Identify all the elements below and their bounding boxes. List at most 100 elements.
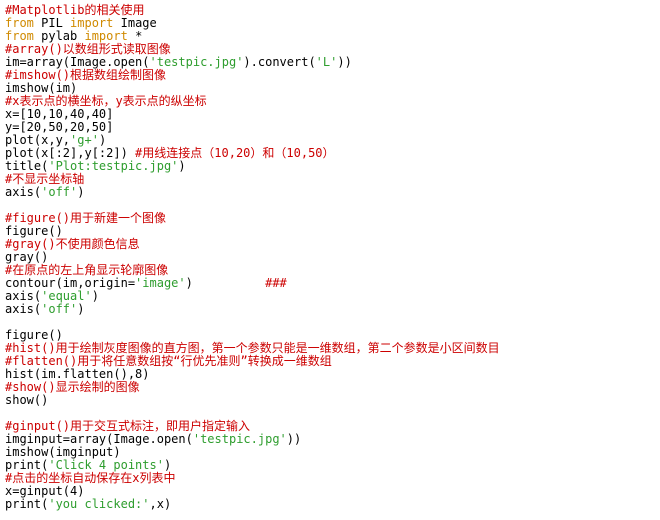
code-token-plain: PIL (33, 16, 71, 30)
code-line: print('Click 4 points') (5, 459, 500, 472)
code-token-string: 'g+' (70, 133, 99, 147)
code-line: #ginput()用于交互式标注，即用户指定输入 (5, 420, 500, 433)
code-token-comment: #Matplotlib的相关使用 (5, 3, 145, 17)
code-line: imshow(imginput) (5, 446, 500, 459)
code-token-plain: contour(im,origin= (5, 276, 136, 290)
code-token-string: 'off' (41, 302, 78, 316)
code-token-comment: #flatten()用于将任意数组按“行优先准则”转换成一维数组 (5, 354, 332, 368)
code-token-comment: #用线连接点（10,20）和（10,50） (135, 146, 335, 160)
code-token-plain: ) (77, 185, 85, 199)
code-token-plain: x=ginput(4) (5, 484, 85, 498)
code-token-comment: #hist()用于绘制灰度图像的直方图，第一个参数只能是一维数组，第二个参数是小… (5, 341, 500, 355)
code-line: from PIL import Image (5, 17, 500, 30)
code-token-keyword: from (5, 16, 34, 30)
code-token-plain: imginput=array(Image.open( (5, 432, 193, 446)
code-line: from pylab import * (5, 30, 500, 43)
code-line: gray() (5, 251, 500, 264)
code-line: axis('off') (5, 186, 500, 199)
code-token-plain: ) (77, 302, 85, 316)
code-token-string: 'testpic.jpg' (192, 432, 287, 446)
code-line: #x表示点的横坐标，y表示点的纵坐标 (5, 95, 500, 108)
code-token-plain: ,x) (149, 497, 172, 511)
code-token-plain: y=[20,50,20,50] (5, 120, 114, 134)
code-token-plain: ) (163, 458, 172, 472)
code-line: y=[20,50,20,50] (5, 121, 500, 134)
code-line: #点击的坐标自动保存在x列表中 (5, 472, 500, 485)
code-token-comment: ### (265, 276, 287, 290)
code-line: #gray()不使用颜色信息 (5, 238, 500, 251)
code-line: title('Plot:testpic.jpg') (5, 160, 500, 173)
code-token-plain: )) (337, 55, 352, 69)
code-line: #flatten()用于将任意数组按“行优先准则”转换成一维数组 (5, 355, 500, 368)
code-token-string: 'testpic.jpg' (149, 55, 244, 69)
code-token-plain: axis( (5, 289, 42, 303)
code-token-plain: imshow(imginput) (5, 445, 121, 459)
code-token-string: 'image' (135, 276, 186, 290)
code-line: plot(x[:2],y[:2]) #用线连接点（10,20）和（10,50） (5, 147, 500, 160)
code-token-string: 'Plot:testpic.jpg' (48, 159, 179, 173)
code-line: imginput=array(Image.open('testpic.jpg')… (5, 433, 500, 446)
code-line: hist(im.flatten(),8) (5, 368, 500, 381)
code-token-plain: title( (5, 159, 49, 173)
code-line: show() (5, 394, 500, 407)
code-line: #imshow()根据数组绘制图像 (5, 69, 500, 82)
code-line: #figure()用于新建一个图像 (5, 212, 500, 225)
code-line: im=array(Image.open('testpic.jpg').conve… (5, 56, 500, 69)
code-line: x=ginput(4) (5, 485, 500, 498)
code-token-plain: hist(im.flatten(),8) (5, 367, 150, 381)
code-token-plain: gray() (5, 250, 49, 264)
code-token-plain: * (127, 29, 143, 43)
code-token-comment: #不显示坐标轴 (5, 172, 85, 186)
code-token-string: 'off' (41, 185, 78, 199)
code-token-plain: ) (98, 133, 107, 147)
code-line: #hist()用于绘制灰度图像的直方图，第一个参数只能是一维数组，第二个参数是小… (5, 342, 500, 355)
code-token-keyword: import (70, 16, 114, 30)
code-token-plain: plot(x,y, (5, 133, 71, 147)
code-line: #Matplotlib的相关使用 (5, 4, 500, 17)
code-token-plain: imshow(im) (5, 81, 78, 95)
code-token-string: 'equal' (41, 289, 92, 303)
code-line: #array()以数组形式读取图像 (5, 43, 500, 56)
code-token-plain: print( (5, 497, 49, 511)
code-token-plain: )) (286, 432, 302, 446)
code-line: contour(im,origin='image') ### (5, 277, 500, 290)
code-line (5, 316, 500, 329)
code-token-string: 'Click 4 points' (48, 458, 164, 472)
code-token-comment: #gray()不使用颜色信息 (5, 237, 140, 251)
code-line: plot(x,y,'g+') (5, 134, 500, 147)
code-line: print('you clicked:',x) (5, 498, 500, 511)
code-token-plain: print( (5, 458, 49, 472)
code-token-comment: #点击的坐标自动保存在x列表中 (5, 471, 176, 485)
code-line: x=[10,10,40,40] (5, 108, 500, 121)
code-token-plain: figure() (5, 224, 63, 238)
code-token-comment: #figure()用于新建一个图像 (5, 211, 167, 225)
code-token-string: 'L' (315, 55, 338, 69)
code-token-plain: ).convert( (243, 55, 316, 69)
code-line: figure() (5, 329, 500, 342)
code-token-plain: show() (5, 393, 49, 407)
code-token-plain: ) (178, 159, 186, 173)
code-token-plain: Image (113, 16, 157, 30)
code-line: axis('equal') (5, 290, 500, 303)
code-token-comment: #ginput()用于交互式标注，即用户指定输入 (5, 419, 251, 433)
code-token-plain: ) (185, 276, 266, 290)
code-token-plain: plot(x[:2],y[:2]) (5, 146, 136, 160)
code-line: #在原点的左上角显示轮廓图像 (5, 264, 500, 277)
code-token-plain: pylab (33, 29, 85, 43)
code-line: imshow(im) (5, 82, 500, 95)
code-line: figure() (5, 225, 500, 238)
code-token-keyword: from (5, 29, 34, 43)
code-token-comment: #x表示点的横坐标，y表示点的纵坐标 (5, 94, 207, 108)
code-token-plain: axis( (5, 185, 42, 199)
code-token-comment: #array()以数组形式读取图像 (5, 42, 171, 56)
code-line: #show()显示绘制的图像 (5, 381, 500, 394)
code-line: #不显示坐标轴 (5, 173, 500, 186)
code-token-string: 'you clicked:' (48, 497, 150, 511)
code-token-comment: #imshow()根据数组绘制图像 (5, 68, 167, 82)
code-token-plain: axis( (5, 302, 42, 316)
code-token-keyword: import (84, 29, 128, 43)
code-token-comment: #show()显示绘制的图像 (5, 380, 140, 394)
code-token-plain: ) (91, 289, 99, 303)
code-line: axis('off') (5, 303, 500, 316)
